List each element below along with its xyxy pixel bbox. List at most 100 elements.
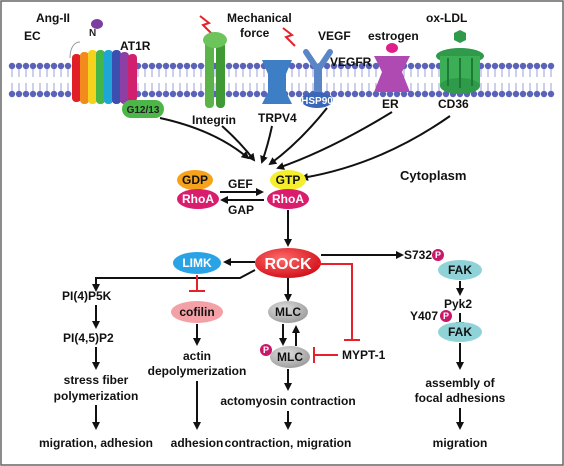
actin-label-1: actin (183, 349, 211, 363)
lipid-head (36, 90, 44, 98)
lipid-head (162, 62, 170, 70)
lipid-head (43, 62, 51, 70)
lipid-head (141, 62, 149, 70)
mech-force-label-1: Mechanical (227, 11, 292, 25)
lipid-head (533, 62, 541, 70)
lipid-head (337, 62, 345, 70)
s732-label: S732 (404, 248, 432, 262)
lipid-head (337, 90, 345, 98)
lipid-head (386, 90, 394, 98)
lipid-head (50, 90, 58, 98)
mech-force-label-2: force (240, 26, 270, 40)
lipid-head (169, 90, 177, 98)
lipid-head (470, 90, 478, 98)
lipid-head (414, 62, 422, 70)
lipid-head (491, 90, 499, 98)
lipid-head (141, 90, 149, 98)
lipid-head (393, 90, 401, 98)
phospho-mlc-label: P (263, 345, 269, 355)
hsp90-protein (301, 92, 333, 108)
gap-label: GAP (228, 203, 254, 217)
phospho-mlc-icon (260, 344, 272, 356)
gtp-node (270, 170, 306, 190)
mypt1-label: MYPT-1 (342, 348, 386, 362)
lipid-head (43, 90, 51, 98)
lipid-head (64, 62, 72, 70)
lipid-head (295, 62, 303, 70)
arrow-g1213-rhoa (159, 117, 250, 160)
phospho-s732-icon (432, 249, 444, 261)
cd36-label: CD36 (438, 97, 469, 111)
oxldl-ligand-icon (454, 30, 466, 43)
lipid-head (533, 90, 541, 98)
lipid-head (148, 62, 156, 70)
lipid-head (8, 62, 16, 70)
at1r-label: AT1R (120, 39, 151, 53)
lipid-head (36, 62, 44, 70)
lipid-head (323, 62, 331, 70)
ec-label: EC (24, 29, 41, 43)
fak-label-2: FAK (448, 325, 472, 339)
trpv4-label: TRPV4 (258, 111, 297, 125)
lipid-head (288, 90, 296, 98)
lipid-head (190, 90, 198, 98)
lipid-head (64, 90, 72, 98)
lipid-head (505, 62, 513, 70)
pi4p5k-label: PI(4)P5K (62, 289, 112, 303)
fak-node-1 (438, 260, 482, 280)
estrogen-ligand-icon (386, 43, 398, 53)
lipid-head (435, 90, 443, 98)
lipid-head (302, 62, 310, 70)
cd36-receptor-icon (436, 48, 484, 94)
fak-label-1: FAK (448, 263, 472, 277)
phospho-s732-label: P (435, 250, 441, 260)
lipid-head (57, 90, 65, 98)
estrogen-label: estrogen (368, 29, 419, 43)
assembly-label-1: assembly of (425, 376, 495, 390)
lipid-head (421, 62, 429, 70)
outcome-adhesion: adhesion (171, 436, 224, 450)
lipid-head (442, 90, 450, 98)
lipid-head (232, 62, 240, 70)
lipid-head (183, 62, 191, 70)
lipid-head (253, 90, 261, 98)
gdp-label: GDP (182, 173, 208, 187)
lipid-head (519, 62, 527, 70)
lipid-head (428, 62, 436, 70)
gdp-node (177, 170, 213, 190)
lipid-head (407, 62, 415, 70)
arrow-rock-pi4p5k (92, 269, 256, 292)
mlc-label: MLC (275, 305, 301, 319)
lipid-head (372, 90, 380, 98)
er-label: ER (382, 97, 399, 111)
mlc-node (268, 301, 308, 323)
arrow-integrin-rhoa (221, 125, 256, 162)
actin-label-2: depolymerization (148, 364, 247, 378)
lipid-head (246, 62, 254, 70)
trpv4-channel-icon (262, 60, 292, 104)
lipid-head (498, 62, 506, 70)
lipid-head (169, 62, 177, 70)
lipid-head (246, 90, 254, 98)
lipid-head (225, 90, 233, 98)
cofilin-label: cofilin (179, 305, 214, 319)
lipid-head (512, 62, 520, 70)
lipid-head (477, 90, 485, 98)
lipid-head (344, 62, 352, 70)
lipid-head (372, 62, 380, 70)
lipid-head (358, 62, 366, 70)
lipid-head (505, 90, 513, 98)
lipid-head (428, 90, 436, 98)
fak-node-2 (438, 322, 482, 342)
integrin-label: Integrin (192, 113, 236, 127)
lipid-head (540, 62, 548, 70)
lipid-head (288, 62, 296, 70)
lipid-head (183, 90, 191, 98)
lipid-head (547, 90, 555, 98)
lipid-head (22, 62, 30, 70)
oxldl-label: ox-LDL (426, 11, 467, 25)
lipid-head (155, 90, 163, 98)
n-terminus-label: N (89, 28, 96, 39)
lipid-head (232, 90, 240, 98)
